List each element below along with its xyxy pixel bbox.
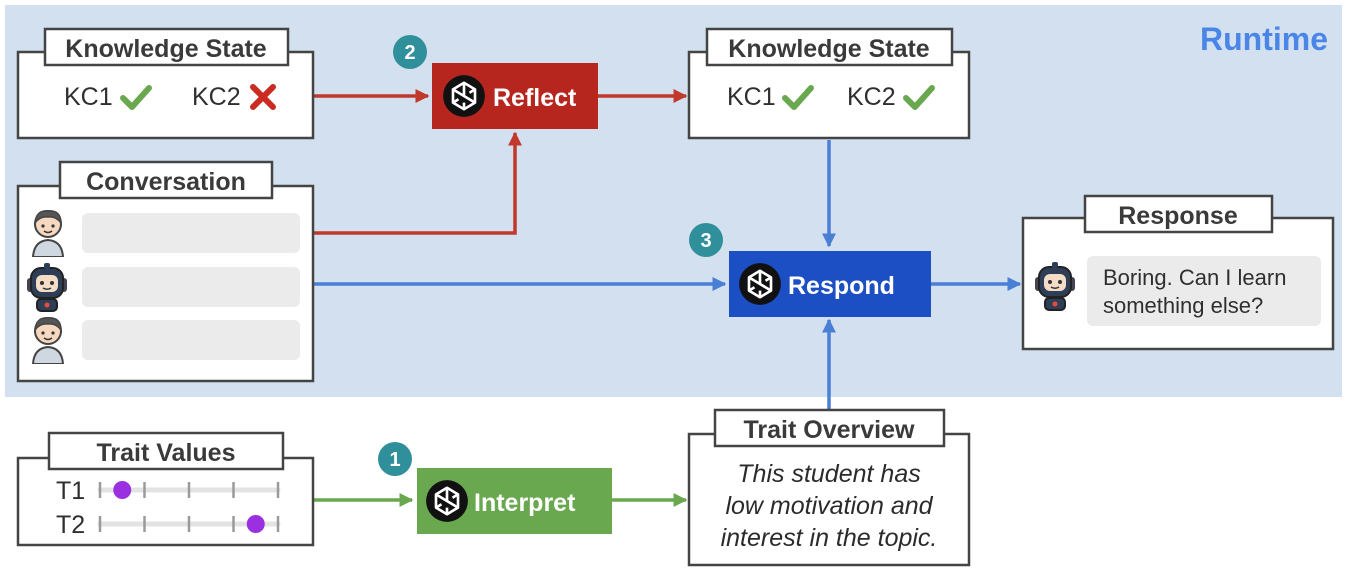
step-number: 2 (404, 42, 415, 64)
kc-label: KC2 (847, 83, 896, 111)
trait-value-dot (246, 515, 265, 533)
response-panel: Response Boring. Can I learn something e… (1021, 194, 1335, 351)
respond-label: Respond (788, 272, 895, 300)
kc-label: KC2 (192, 83, 241, 111)
response-message-bubble (1087, 256, 1321, 326)
interpret-node: Interpret (417, 468, 612, 534)
conversation-title: Conversation (86, 168, 246, 196)
trait-slider-t1 (97, 481, 281, 499)
response-message-line: Boring. Can I learn (1103, 265, 1286, 290)
trait-values-title: Trait Values (97, 439, 236, 467)
step-badge-reflect: 2 (393, 35, 427, 69)
knowledge-state-before-title: Knowledge State (65, 35, 267, 63)
knowledge-state-after-panel: Knowledge State KC1 KC2 (687, 27, 971, 140)
conversation-panel: Conversation (16, 160, 315, 383)
trait-label: T1 (56, 477, 85, 505)
trait-overview-panel: Trait Overview This student has low moti… (687, 408, 971, 567)
trait-value-dot (113, 481, 132, 499)
trait-overview-line: low motivation and (725, 492, 933, 520)
trait-label: T2 (56, 511, 85, 539)
trait-overview-title: Trait Overview (744, 416, 915, 444)
message-placeholder (82, 320, 300, 360)
message-placeholder (82, 213, 300, 253)
response-title: Response (1118, 202, 1238, 230)
trait-overview-line: interest in the topic. (721, 524, 938, 552)
interpret-label: Interpret (474, 489, 576, 517)
reflect-node: Reflect (432, 63, 598, 129)
step-number: 1 (389, 449, 400, 471)
arrow-conversation-to-reflect (314, 131, 522, 235)
response-message-line: something else? (1103, 293, 1263, 318)
kc-label: KC1 (727, 83, 776, 111)
openai-logo-icon (425, 479, 469, 523)
respond-node: Respond (729, 251, 931, 317)
message-placeholder (82, 267, 300, 307)
knowledge-state-after-title: Knowledge State (728, 35, 930, 63)
step-number: 3 (700, 230, 711, 252)
runtime-label: Runtime (1200, 21, 1328, 57)
trait-overview-line: This student has (737, 460, 920, 488)
openai-logo-icon (442, 74, 486, 118)
trait-values-panel: Trait Values T1 T2 (16, 431, 315, 547)
step-badge-respond: 3 (689, 223, 723, 257)
knowledge-state-before-panel: Knowledge State KC1 KC2 (16, 27, 315, 140)
openai-logo-icon (738, 262, 782, 306)
trait-slider-t2 (97, 515, 281, 533)
kc-label: KC1 (64, 83, 113, 111)
step-badge-interpret: 1 (378, 442, 412, 476)
reflect-label: Reflect (493, 84, 577, 112)
